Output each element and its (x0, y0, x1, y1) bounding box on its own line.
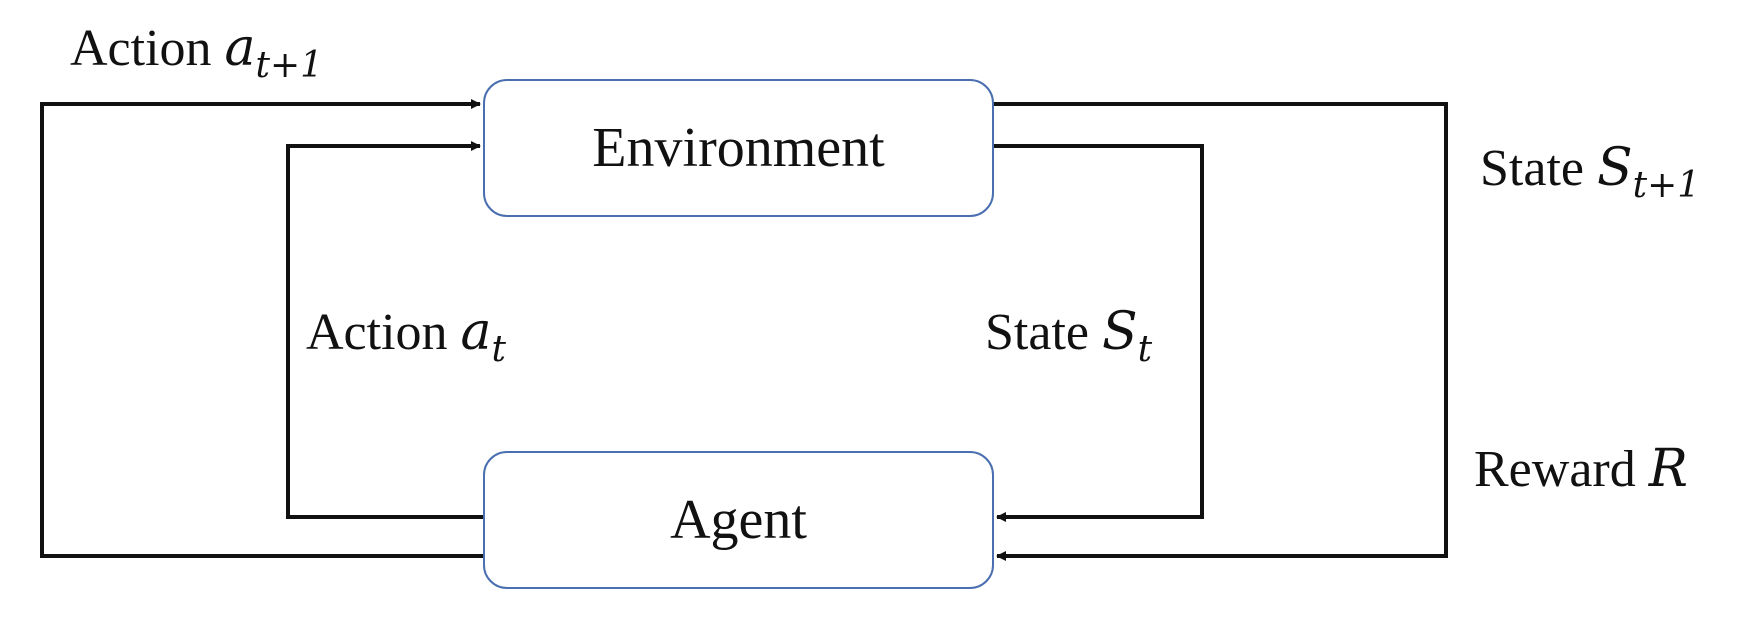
reward-label: Reward R (1474, 439, 1688, 499)
action-next-label: Action at+1 (70, 18, 324, 86)
action-next-arrow (40, 99, 483, 558)
environment-box: Environment (483, 79, 994, 217)
agent-label: Agent (670, 489, 807, 551)
action-now-arrow (286, 141, 483, 519)
state-next-label: State St+1 (1480, 138, 1701, 206)
agent-box: Agent (483, 451, 994, 589)
action-now-label: Action at (306, 302, 507, 370)
state-next-reward-arrow (994, 102, 1448, 561)
state-now-arrow (994, 144, 1204, 522)
state-now-label: State St (985, 302, 1153, 370)
environment-label: Environment (592, 117, 885, 179)
